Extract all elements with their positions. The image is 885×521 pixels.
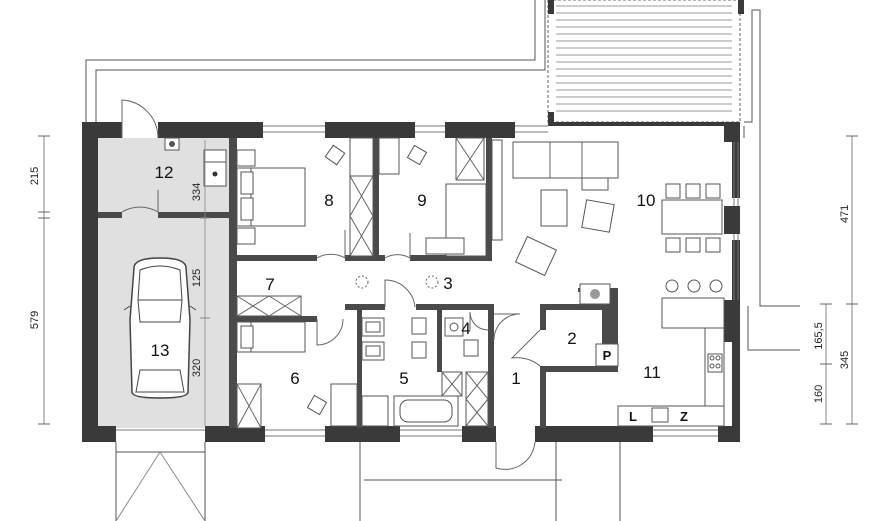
left-dimension-line: 215 579 [29, 135, 50, 425]
room-label-12: 12 [155, 163, 174, 182]
dim-left-upper: 215 [29, 167, 41, 185]
car [123, 257, 197, 399]
dim-right-total: 345 [839, 351, 851, 369]
entrance-path [359, 442, 621, 521]
room-label-2: 2 [567, 329, 576, 348]
exterior-walls [82, 122, 740, 442]
room-label-3: 3 [443, 274, 452, 293]
kitchen-furniture [617, 297, 725, 427]
pantry-marker-label: P [603, 348, 612, 363]
dim-right-mid: 165,5 [813, 322, 825, 350]
wc-fixtures [444, 317, 479, 357]
bedroom-6-furniture [236, 321, 358, 429]
room-label-11: 11 [643, 363, 661, 382]
room-label-7: 7 [265, 275, 274, 294]
hall-fixtures [355, 275, 439, 289]
room-label-8: 8 [324, 191, 333, 210]
room-label-1: 1 [511, 369, 520, 388]
room-labels: 1 2 3 4 5 6 7 8 9 10 11 12 13 [151, 163, 661, 388]
kitchen-right-label: Z [680, 409, 688, 424]
bedroom-9-furniture [378, 137, 487, 257]
dim-garage-lower: 320 [191, 359, 203, 377]
doors [121, 99, 541, 470]
terrace [85, 0, 800, 351]
room-label-9: 9 [417, 191, 426, 210]
bathroom-fixtures [361, 317, 489, 427]
dim-garage-divider: 125 [191, 269, 203, 287]
room-label-13: 13 [151, 341, 170, 360]
bedroom-8-furniture [236, 137, 374, 257]
room-label-10: 10 [637, 191, 656, 210]
dim-garage-upper: 334 [191, 183, 203, 201]
utility-sink [203, 149, 227, 163]
room-label-4: 4 [461, 319, 470, 338]
dim-right-lower: 160 [813, 385, 825, 403]
living-room-furniture [491, 139, 723, 301]
room-label-5: 5 [399, 369, 408, 388]
kitchen-left-label: L [629, 409, 637, 424]
room-label-6: 6 [290, 369, 299, 388]
fixture-labels: P L Z [603, 348, 688, 424]
garage [115, 137, 227, 521]
dim-right-upper: 471 [839, 205, 851, 223]
windows [116, 125, 739, 437]
dim-left-lower: 579 [29, 311, 41, 329]
pantry [579, 283, 619, 367]
wardrobe-7 [236, 295, 302, 317]
right-dimension-lines: 471 165,5 160 345 [813, 135, 858, 425]
pergola-slats [556, 5, 732, 112]
garage-dimensions: 334 125 320 [191, 140, 210, 426]
